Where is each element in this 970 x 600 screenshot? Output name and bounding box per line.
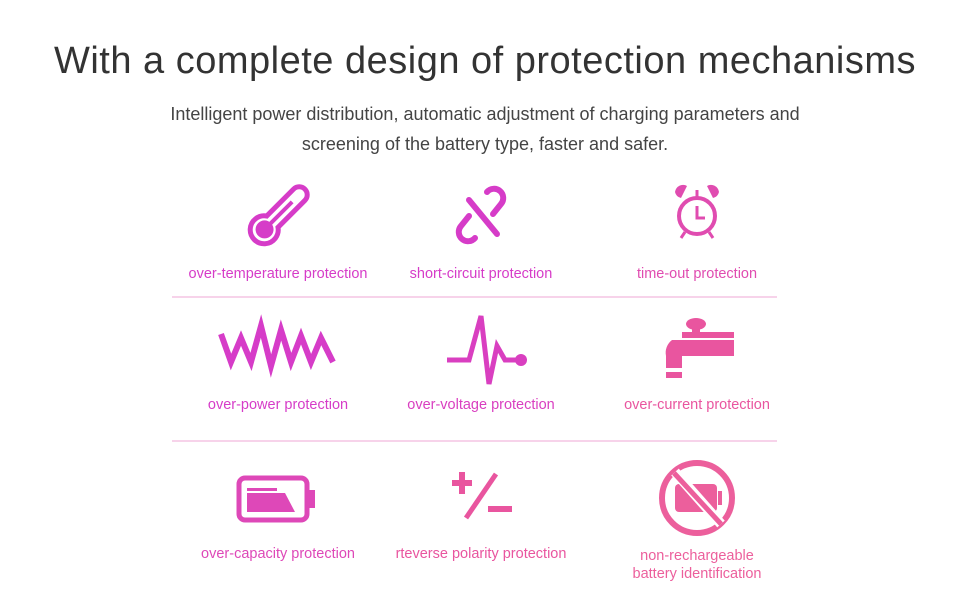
alarm-clock-icon [675,184,719,239]
subtitle-line-2: screening of the battery type, faster an… [301,134,669,154]
plus-minus-icon [452,472,512,520]
row-divider [172,296,777,298]
feature-label: over-temperature protection [188,266,368,282]
faucet-icon [665,318,734,378]
feature-over-voltage: over-voltage protection [376,312,586,414]
thermometer-icon [247,184,310,247]
battery-icon [236,475,315,523]
feature-short-circuit: short-circuit protection [376,176,586,283]
feature-reverse-polarity: rteverse polarity protection [376,460,586,563]
feature-over-power: over-power protection [173,312,383,414]
feature-time-out: time-out protection [592,176,802,283]
feature-label: time-out protection [636,266,758,282]
feature-label: short-circuit protection [409,266,553,282]
feature-label: over-voltage protection [407,397,555,413]
row-divider [172,440,777,442]
feature-label: over-current protection [624,397,770,413]
feature-label: over-capacity protection [201,546,355,562]
voltage-pulse-icon [447,315,527,385]
feature-non-rechargeable: non-rechargeable battery identification [592,456,802,583]
subtitle-line-1: Intelligent power distribution, automati… [170,104,800,124]
feature-over-temperature: over-temperature protection [173,176,383,283]
feature-over-capacity: over-capacity protection [173,460,383,563]
feature-label: over-power protection [207,397,349,413]
broken-link-icon [455,185,507,245]
feature-label: rteverse polarity protection [395,546,567,562]
page-title: With a complete design of protection mec… [53,40,916,82]
feature-label: non-rechargeable battery identification [632,548,762,582]
feature-over-current: over-current protection [592,312,802,414]
no-battery-icon [659,460,735,536]
power-wave-icon [218,314,336,378]
